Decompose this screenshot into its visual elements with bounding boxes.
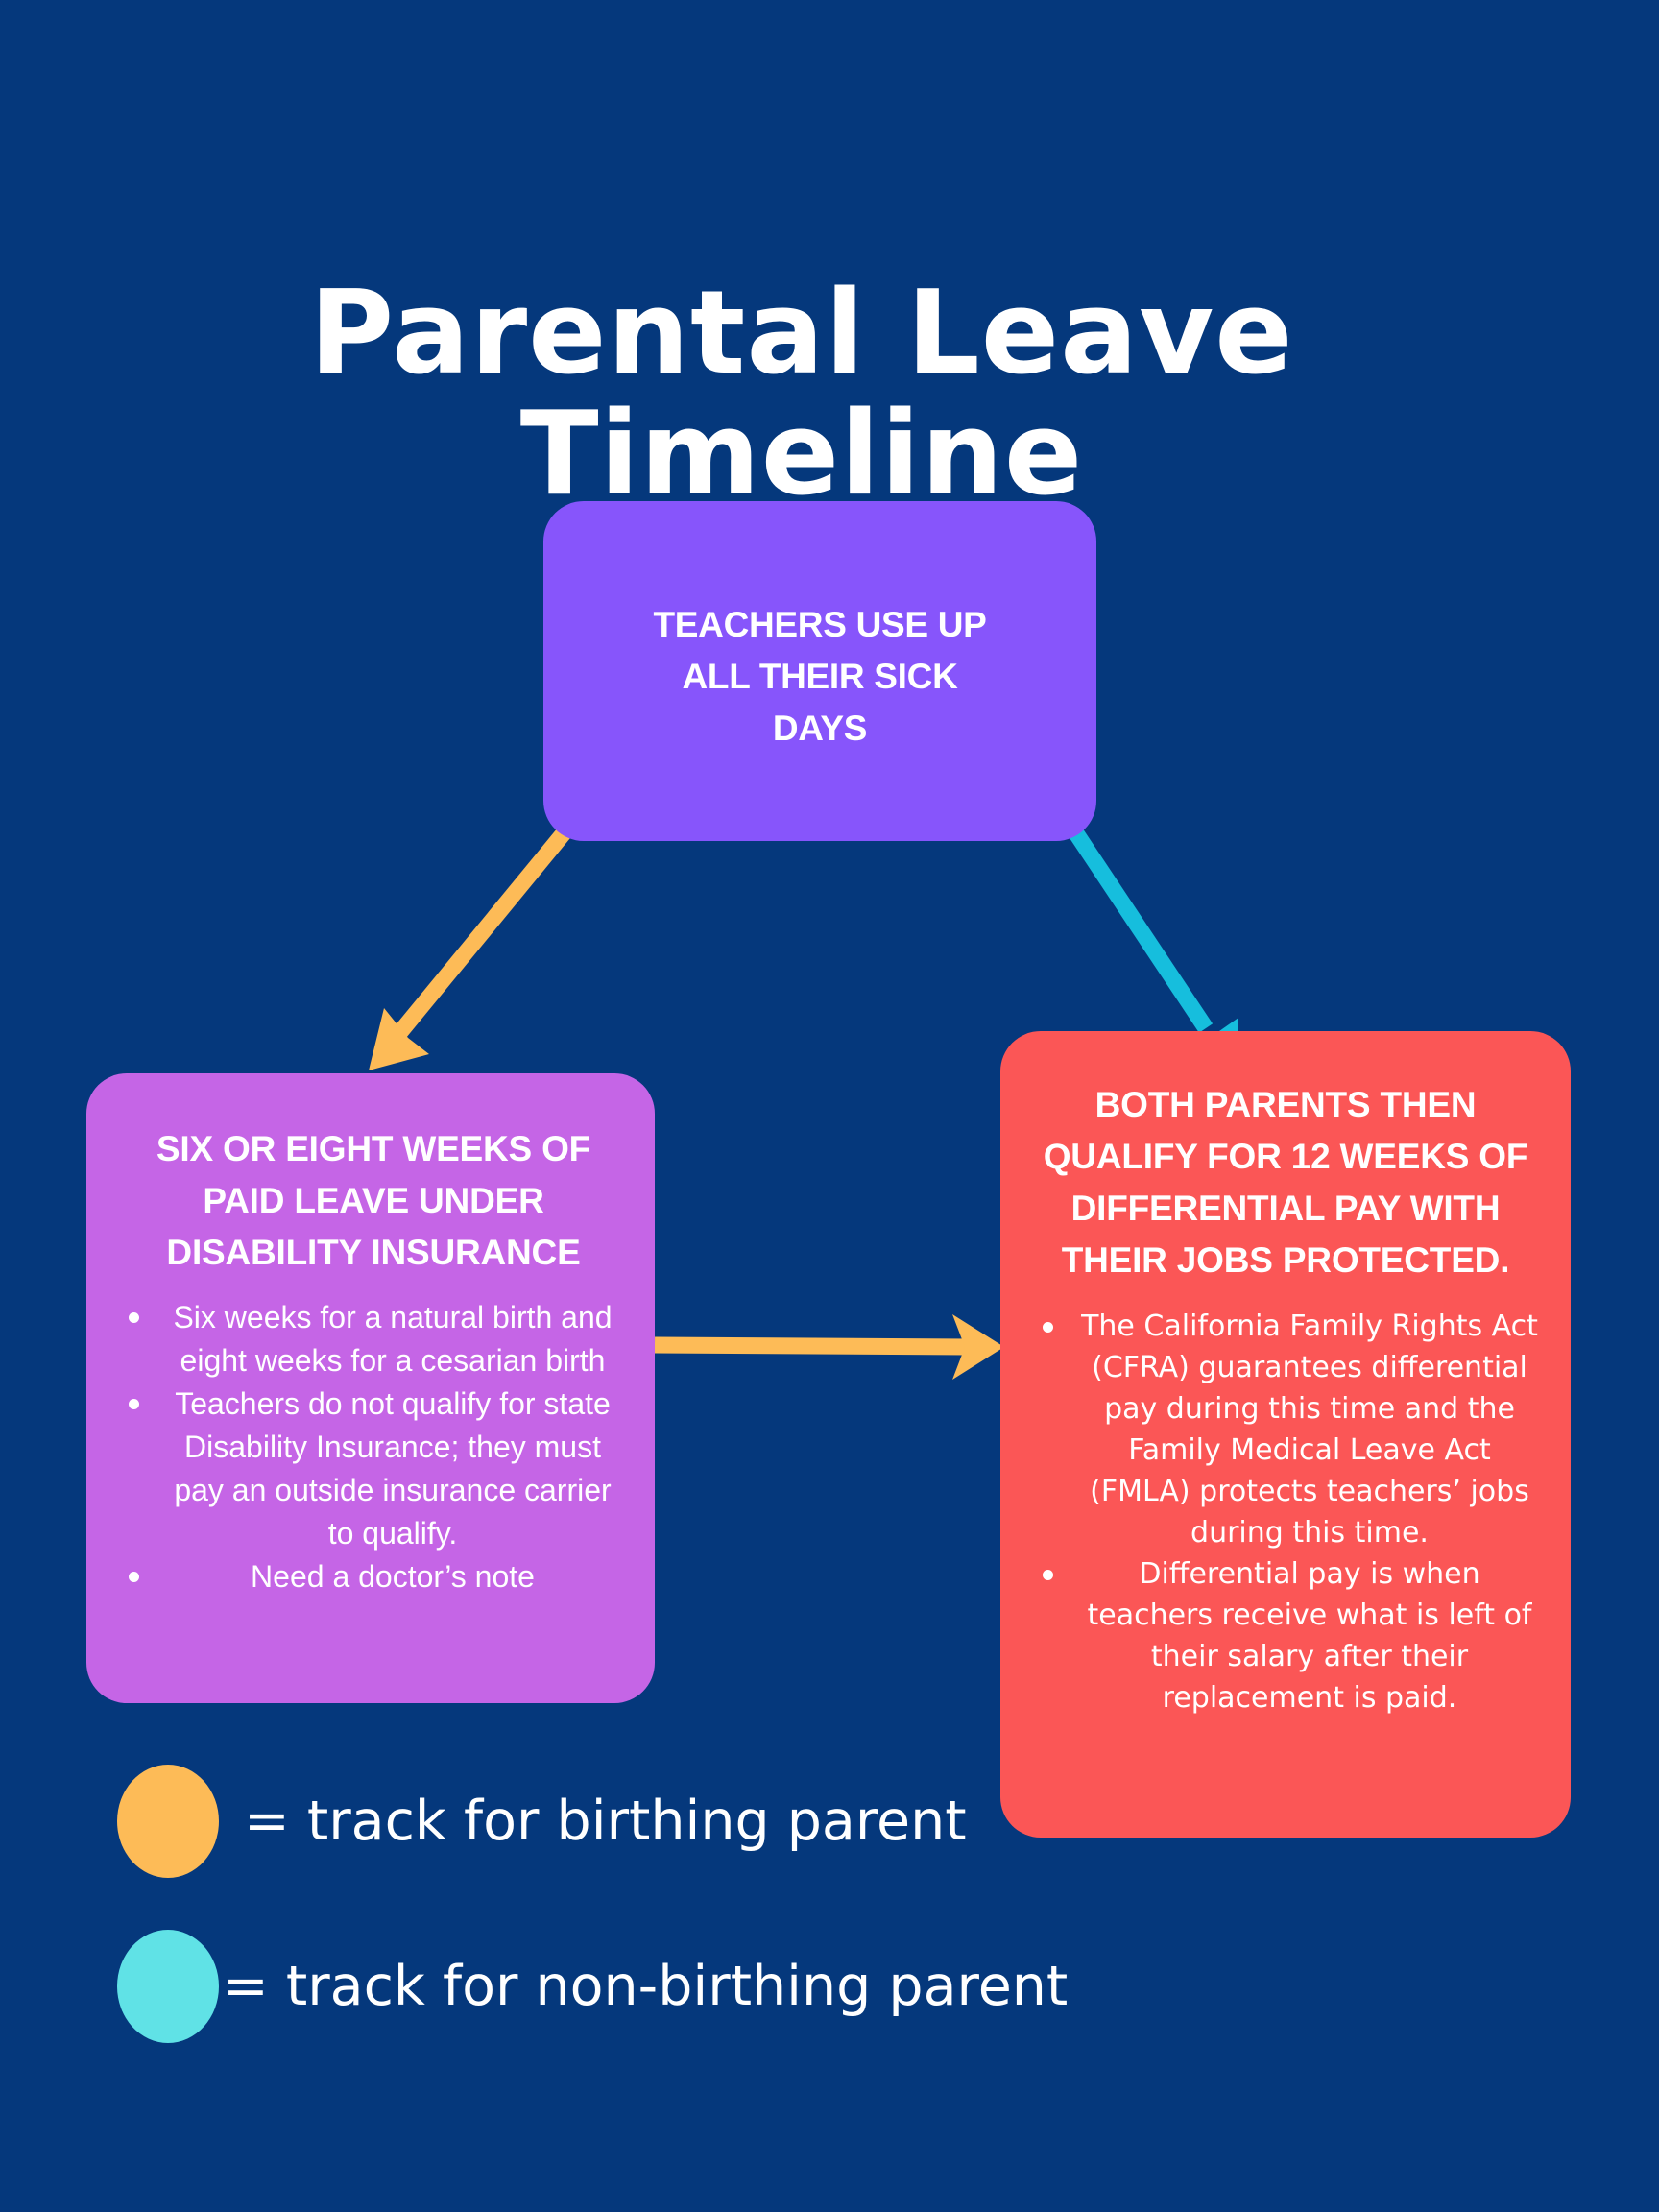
node-disability-heading: SIX OR EIGHT WEEKS OF PAID LEAVE UNDER D… — [156, 1129, 591, 1272]
legend-birthing-label: = track for birthing parent — [244, 1790, 967, 1853]
bullet-item: Teachers do not qualify for state Disabi… — [125, 1382, 622, 1555]
bullet-item: Need a doctor’s note — [125, 1555, 622, 1599]
legend-non-birthing-parent: = track for non-birthing parent — [117, 1930, 1068, 2043]
node-disability-bullets: Six weeks for a natural birth and eight … — [125, 1296, 622, 1599]
page-title: Parental Leave Timeline — [250, 274, 1354, 516]
node-disability-insurance: SIX OR EIGHT WEEKS OF PAID LEAVE UNDER D… — [86, 1073, 655, 1703]
legend-non-birthing-label: = track for non-birthing parent — [223, 1955, 1069, 2018]
title-line-2: Timeline — [519, 388, 1084, 522]
node-differential-pay: BOTH PARENTS THEN QUALIFY FOR 12 WEEKS O… — [1000, 1031, 1571, 1838]
node-differential-bullets: The California Family Rights Act (CFRA) … — [1043, 1306, 1538, 1719]
title-line-1: Parental Leave — [309, 267, 1294, 401]
arrow-disability-to-differential — [654, 1314, 1004, 1380]
bullet-item: Differential pay is when teachers receiv… — [1043, 1553, 1542, 1719]
birthing-track-swatch — [117, 1765, 219, 1878]
bullet-item: The California Family Rights Act (CFRA) … — [1043, 1306, 1542, 1553]
non-birthing-track-swatch — [117, 1930, 219, 2043]
arrow-sick-days-to-disability — [369, 795, 597, 1070]
bullet-item: Six weeks for a natural birth and eight … — [125, 1296, 622, 1382]
node-differential-heading: BOTH PARENTS THEN QUALIFY FOR 12 WEEKS O… — [1043, 1085, 1528, 1280]
node-sick-days-heading: TEACHERS USE UP ALL THEIR SICK DAYS — [653, 605, 987, 748]
legend-birthing-parent: = track for birthing parent — [117, 1765, 967, 1878]
node-sick-days: TEACHERS USE UP ALL THEIR SICK DAYS — [543, 501, 1096, 841]
